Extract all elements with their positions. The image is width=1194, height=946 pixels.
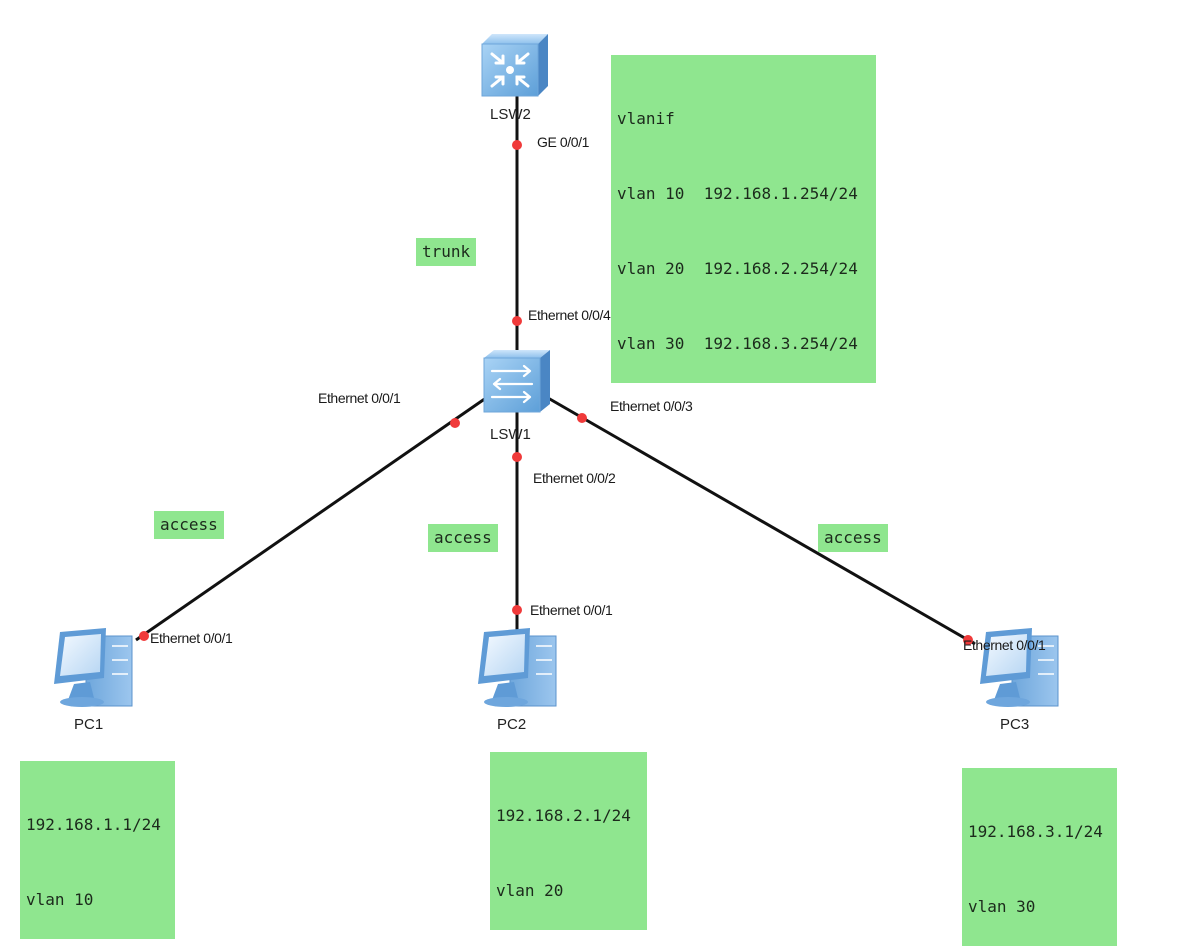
pc1-ip: 192.168.1.1/24 [26,815,161,834]
port-label-lsw1-e003: Ethernet 0/0/3 [610,398,693,414]
port-dot-pc2-e001[interactable] [512,605,522,615]
pc1-vlan: vlan 10 [26,890,94,909]
vlanif-row: vlan 10 192.168.1.254/24 [617,184,858,203]
pc2-vlan: vlan 20 [496,881,564,900]
pc2-note: 192.168.2.1/24 vlan 20 [490,752,647,930]
port-dot-lsw1-e001[interactable] [450,418,460,428]
pc3-vlan: vlan 30 [968,897,1036,916]
pc1-icon[interactable] [54,628,133,707]
port-label-lsw1-e001: Ethernet 0/0/1 [318,390,401,406]
pc2-ip: 192.168.2.1/24 [496,806,631,825]
pc3-label: PC3 [1000,716,1030,733]
lsw1-icon[interactable] [483,350,550,413]
port-dot-pc3-e001[interactable] [963,635,973,645]
link-mode-trunk: trunk [416,238,477,266]
port-dot-lsw1-e004[interactable] [512,316,522,326]
pc3-ip: 192.168.3.1/24 [968,822,1103,841]
port-label-lsw1-e002: Ethernet 0/0/2 [533,470,616,486]
lsw1-label: LSW1 [490,426,531,443]
port-dot-pc1-e001[interactable] [139,631,149,641]
link-mode-access-pc2: access [428,524,498,552]
port-label-lsw2-ge001: GE 0/0/1 [537,134,590,150]
topology-canvas [54,34,1059,707]
port-dot-lsw1-e003[interactable] [577,413,587,423]
link-lsw1-pc3[interactable] [547,396,976,646]
port-label-pc3-e001: Ethernet 0/0/1 [963,637,1046,653]
port-label-pc1-e001: Ethernet 0/0/1 [150,630,233,646]
port-label-pc2-e001: Ethernet 0/0/1 [530,602,613,618]
pc1-note: 192.168.1.1/24 vlan 10 [20,761,175,939]
link-mode-access-pc1: access [154,511,224,539]
pc3-note: 192.168.3.1/24 vlan 30 [962,768,1117,946]
port-label-lsw1-e004: Ethernet 0/0/4 [528,307,611,323]
link-mode-access-pc3: access [818,524,888,552]
pc1-label: PC1 [74,716,104,733]
lsw2-icon[interactable] [481,34,548,97]
link-lsw1-pc1[interactable] [135,396,487,642]
vlanif-row: vlan 20 192.168.2.254/24 [617,259,858,278]
port-dot-lsw2-ge001[interactable] [512,140,522,150]
vlanif-note: vlanif vlan 10 192.168.1.254/24 vlan 20 … [611,55,876,383]
pc2-icon[interactable] [478,628,557,707]
vlanif-title: vlanif [617,109,675,128]
pc3-icon[interactable] [980,628,1059,707]
vlanif-row: vlan 30 192.168.3.254/24 [617,334,858,353]
lsw2-label: LSW2 [490,106,531,123]
port-dot-lsw1-e002[interactable] [512,452,522,462]
pc2-label: PC2 [497,716,527,733]
